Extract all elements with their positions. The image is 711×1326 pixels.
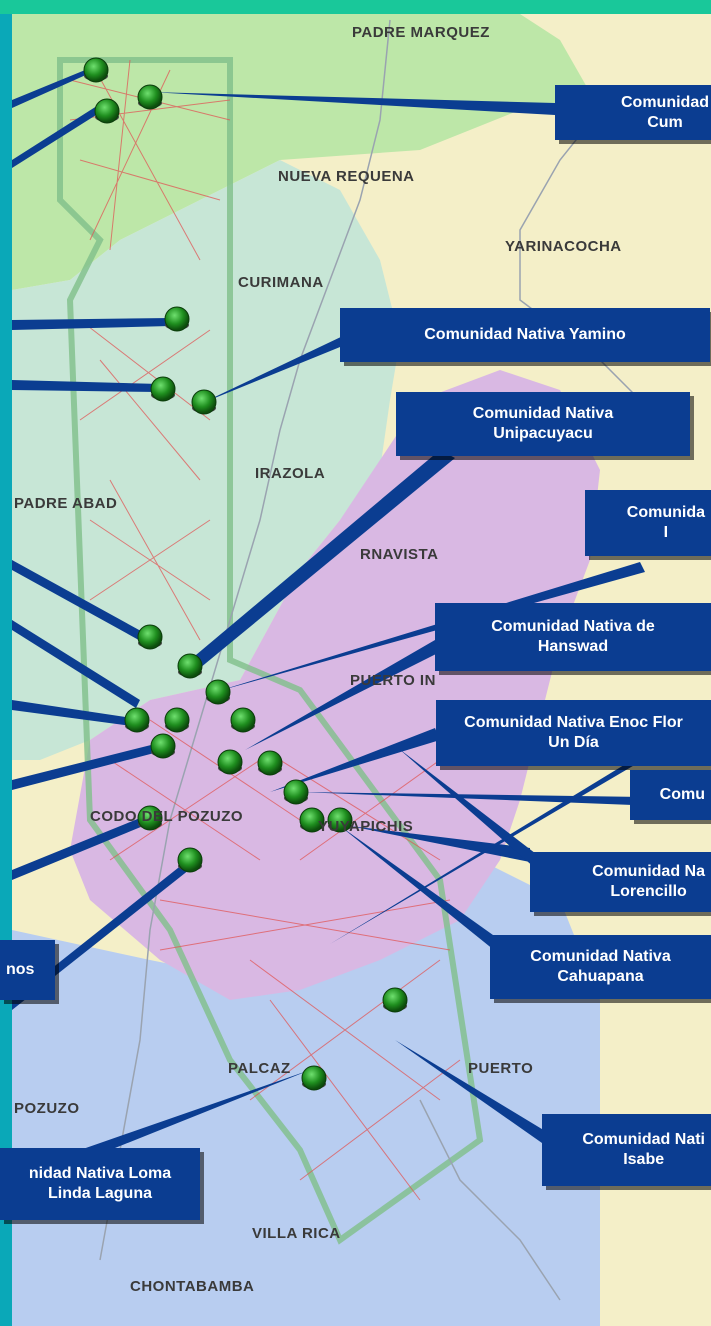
place-yarinacocha: YARINACOCHA <box>505 238 622 255</box>
label-comunidad-yamino: Comunidad Nativa Yamino <box>340 308 710 362</box>
label-comunidad-cahuapana: Comunidad Nativa Cahuapana <box>490 935 711 999</box>
label-comunidad-loma-linda: nidad Nativa Loma Linda Laguna <box>0 1148 200 1220</box>
community-markers <box>83 57 408 1091</box>
place-villa-rica: VILLA RICA <box>252 1225 341 1242</box>
place-puerto-in: PUERTO IN <box>350 672 436 689</box>
green-region <box>12 14 600 290</box>
label-comunidad-unipacuyacu: Comunidad Nativa Unipacuyacu <box>396 392 690 456</box>
place-chontabamba: CHONTABAMBA <box>130 1278 255 1295</box>
place-irazola: IRAZOLA <box>255 465 326 482</box>
place-padre-marquez: PADRE MARQUEZ <box>352 24 490 41</box>
place-padre-abad: PADRE ABAD <box>14 495 118 512</box>
label-comu: Comu <box>630 770 711 820</box>
place-nueva-requena: NUEVA REQUENA <box>278 168 415 185</box>
place-yuyapichis: YUYAPICHIS <box>318 818 414 835</box>
place-pozuzo: POZUZO <box>14 1100 80 1117</box>
place-palcaz: PALCAZ <box>228 1060 291 1077</box>
label-nos: nos <box>0 940 55 1000</box>
place-codo-del-pozuzo: CODO DEL POZUZO <box>90 808 244 825</box>
label-comunidad-hanswad: Comunidad Nativa de Hanswad <box>435 603 711 671</box>
teal-region <box>12 160 400 760</box>
place-puerto: PUERTO <box>468 1060 534 1077</box>
place-rnavista: RNAVISTA <box>360 546 439 563</box>
label-comunidad-enoc: Comunidad Nativa Enoc Flor Un Día <box>436 700 711 766</box>
label-comunida-i: Comunida I <box>585 490 711 556</box>
label-comunidad-isabel: Comunidad Nati Isabe <box>542 1114 711 1186</box>
label-comunidad-lorencillo: Comunidad Na Lorencillo <box>530 852 711 912</box>
label-comunidad-cumbe: Comunidad Cum <box>555 85 711 140</box>
place-curimana: CURIMANA <box>238 274 324 291</box>
